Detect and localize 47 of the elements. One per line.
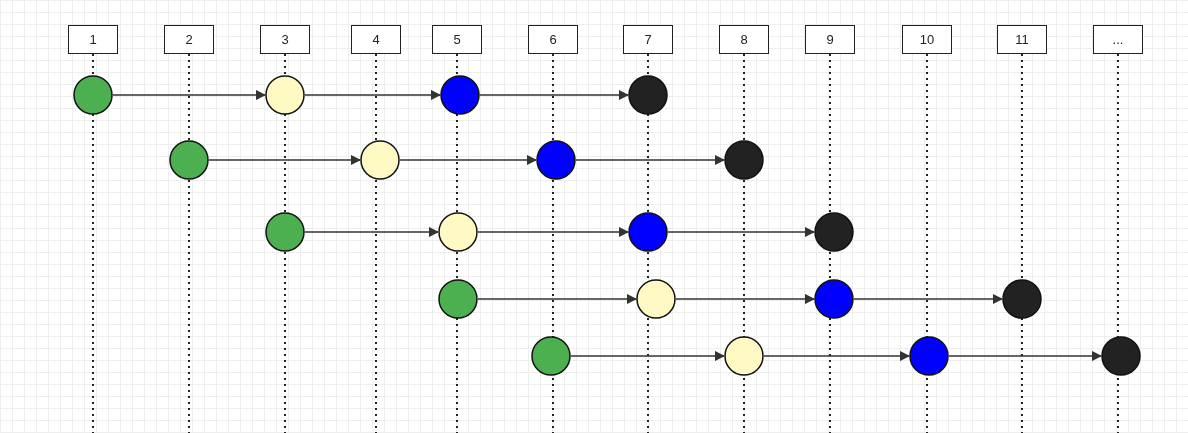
column-header: 1 xyxy=(68,25,118,54)
column-header: 8 xyxy=(719,25,769,54)
state-circle xyxy=(724,140,764,180)
column-header: 4 xyxy=(351,25,401,54)
column-header: 6 xyxy=(528,25,578,54)
state-circle xyxy=(628,75,668,115)
arrow xyxy=(477,293,638,305)
arrow xyxy=(304,89,442,101)
arrow xyxy=(667,226,816,238)
arrow xyxy=(763,350,911,362)
state-circle xyxy=(440,75,480,115)
state-circle xyxy=(1002,279,1042,319)
state-circle xyxy=(531,336,571,376)
state-circle xyxy=(636,279,676,319)
arrow xyxy=(208,154,362,166)
arrow xyxy=(948,350,1103,362)
column-header: ... xyxy=(1093,25,1143,54)
arrow xyxy=(575,154,726,166)
state-circle xyxy=(360,140,400,180)
state-circle xyxy=(438,279,478,319)
state-circle xyxy=(909,336,949,376)
state-circle xyxy=(1101,336,1141,376)
arrow xyxy=(675,293,816,305)
column-header: 9 xyxy=(805,25,855,54)
state-circle xyxy=(628,212,668,252)
arrow xyxy=(112,89,267,101)
state-circle xyxy=(536,140,576,180)
state-circle xyxy=(265,75,305,115)
arrow xyxy=(853,293,1004,305)
column-header: 5 xyxy=(432,25,482,54)
arrow xyxy=(399,154,538,166)
state-circle xyxy=(814,212,854,252)
state-circle xyxy=(438,212,478,252)
column-header: 3 xyxy=(260,25,310,54)
state-circle xyxy=(169,140,209,180)
state-circle xyxy=(73,75,113,115)
state-circle xyxy=(724,336,764,376)
column-header: 10 xyxy=(902,25,952,54)
arrow xyxy=(477,226,630,238)
column-header: 7 xyxy=(623,25,673,54)
state-circle xyxy=(814,279,854,319)
column-header: 2 xyxy=(164,25,214,54)
arrow xyxy=(479,89,630,101)
column-header: 11 xyxy=(997,25,1047,54)
state-circle xyxy=(265,212,305,252)
arrow xyxy=(570,350,726,362)
arrow xyxy=(304,226,440,238)
